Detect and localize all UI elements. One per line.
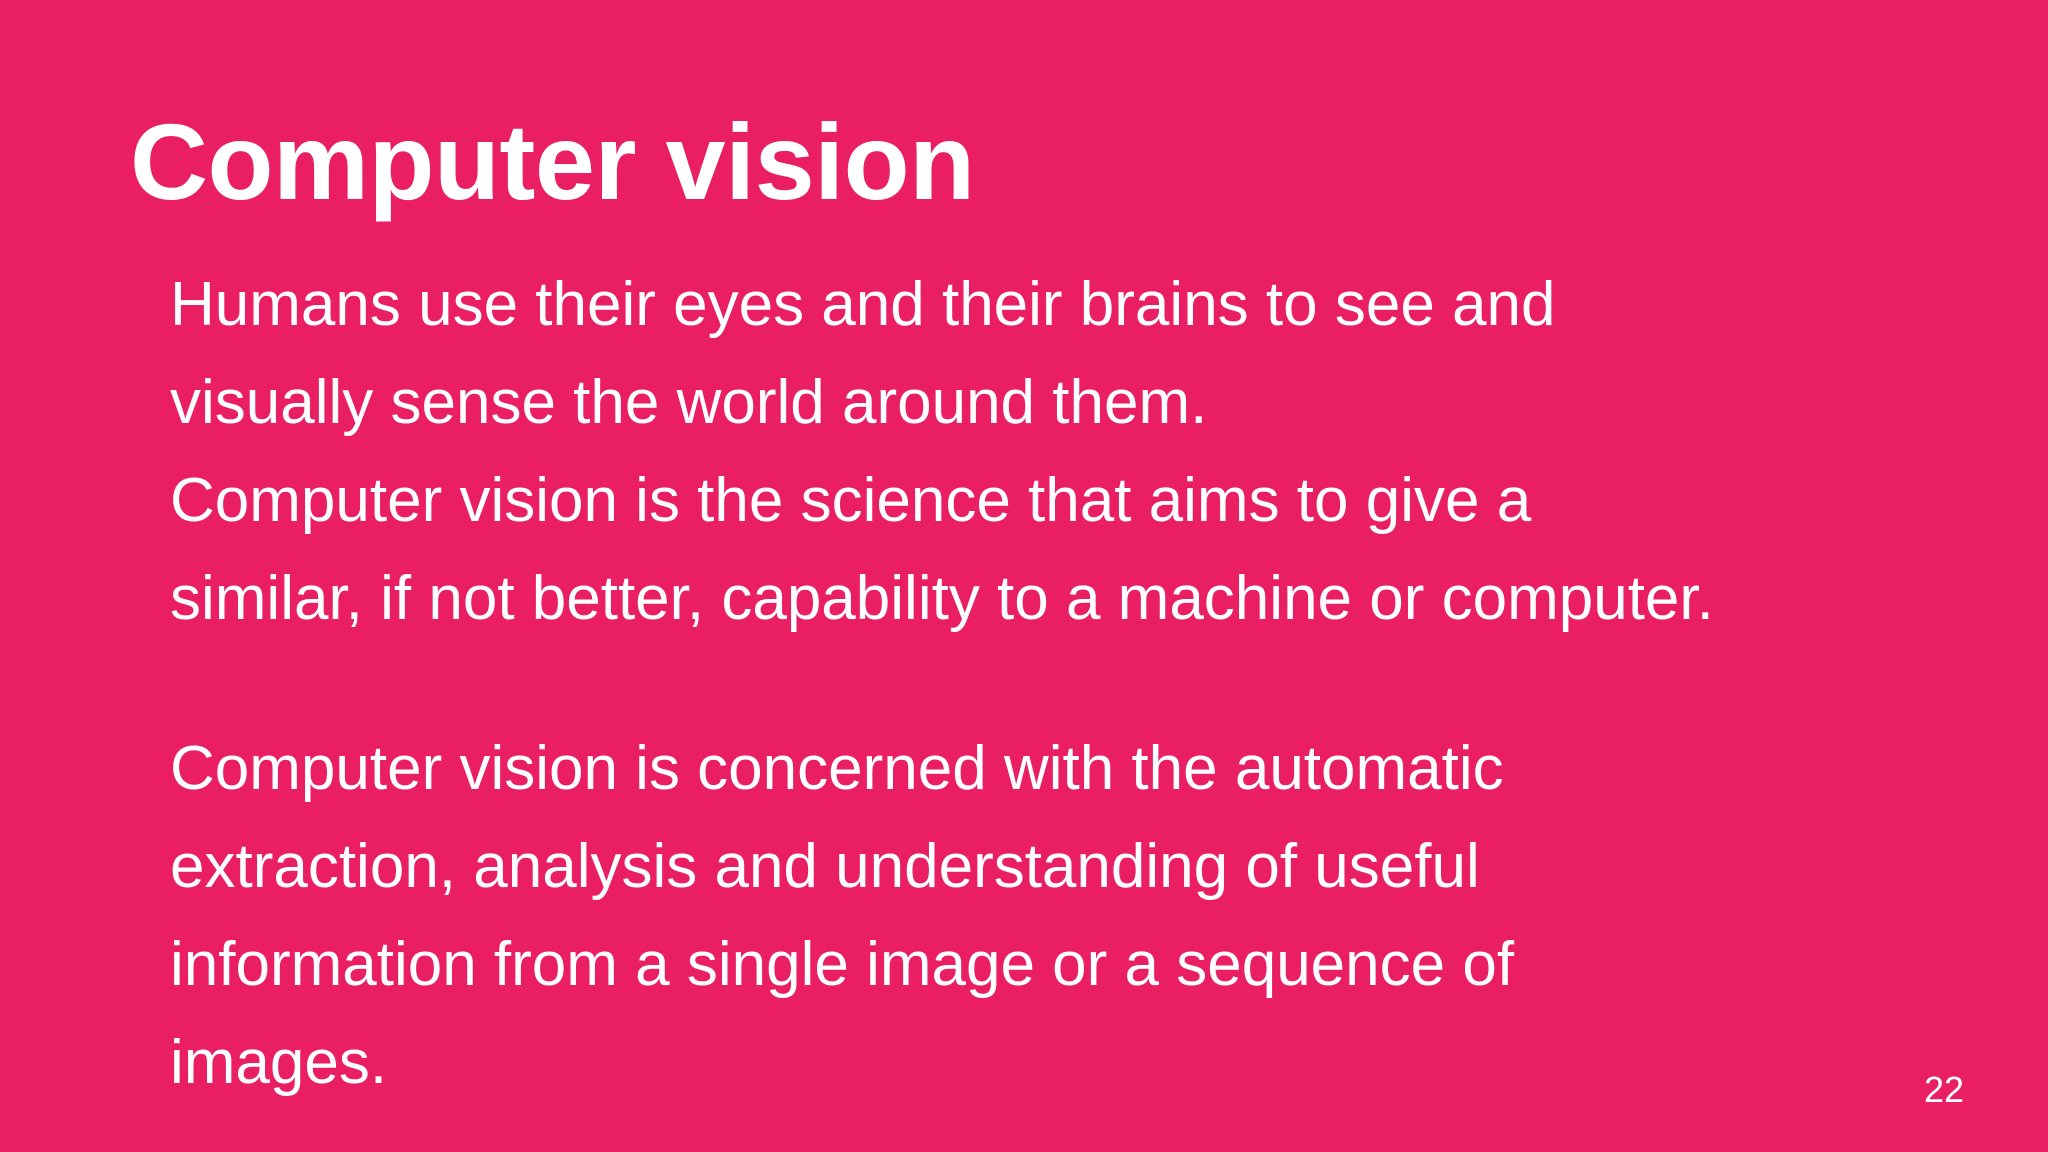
page-number: 22 xyxy=(1923,1069,1964,1110)
text-line: similar, if not better, capability to a … xyxy=(170,564,1714,633)
text-line: visually sense the world around them. xyxy=(170,368,1208,437)
text-line: Computer vision is the science that aims… xyxy=(170,466,1532,535)
paragraph-cv-definition: Computer vision is the science that aims… xyxy=(170,452,2010,648)
text-line: information from a single image or a seq… xyxy=(170,930,1515,999)
text-line: images. xyxy=(170,1028,388,1097)
paragraph-human-vision: Humans use their eyes and their brains t… xyxy=(170,256,2010,452)
text-line: Computer vision is concerned with the au… xyxy=(170,734,1504,803)
text-line: extraction, analysis and understanding o… xyxy=(170,832,1480,901)
slide-body: Humans use their eyes and their brains t… xyxy=(170,256,2010,1112)
slide-title: Computer vision xyxy=(130,101,975,222)
paragraph-cv-concern: Computer vision is concerned with the au… xyxy=(170,720,2010,1112)
text-line: Humans use their eyes and their brains t… xyxy=(170,270,1556,339)
